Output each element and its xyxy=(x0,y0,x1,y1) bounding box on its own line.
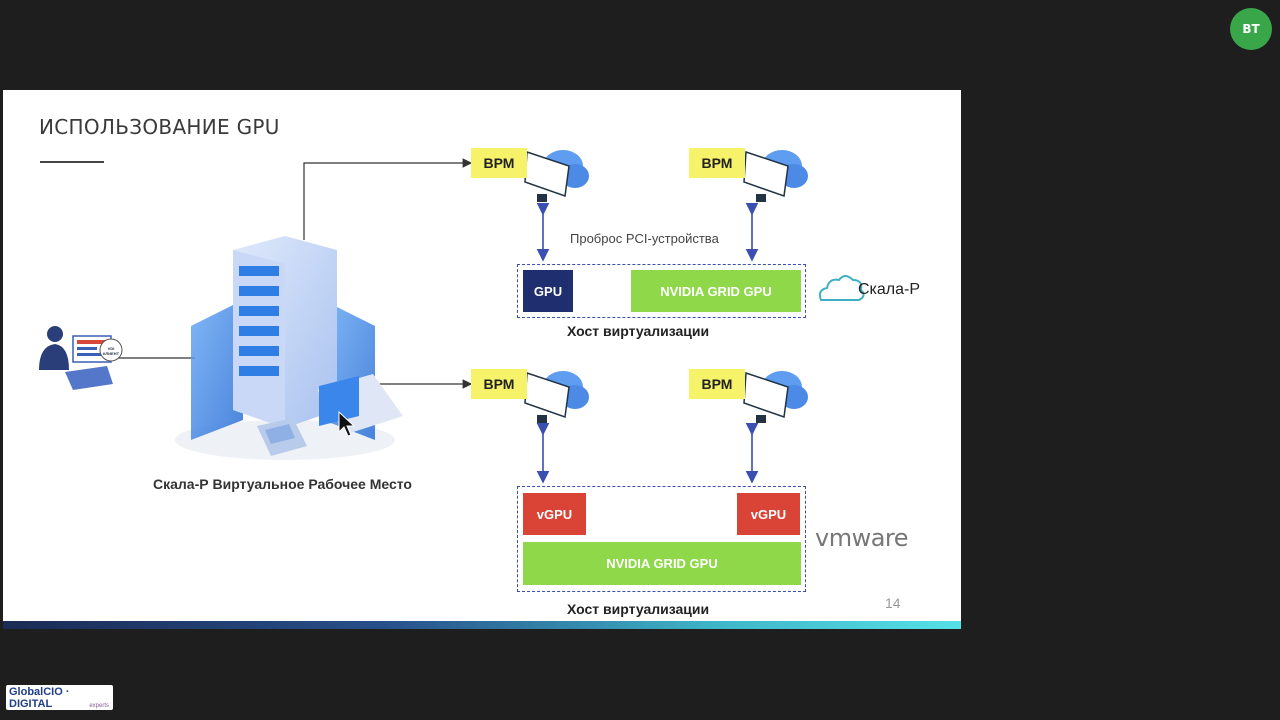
top-host-box xyxy=(517,264,806,318)
brand-sub: experts xyxy=(89,703,109,709)
vrm-label-top-2: ВРМ xyxy=(689,148,745,178)
pci-passthrough-label: Проброс PCI-устройства xyxy=(570,231,719,246)
skala-logo-text: Скала-Р xyxy=(858,281,921,298)
brand-label: GlobalCIO · DIGITAL xyxy=(9,685,70,710)
diagram-connectors xyxy=(39,150,865,484)
vrm-label-top-1: ВРМ xyxy=(471,148,527,178)
host-label-bottom: Хост виртуализации xyxy=(567,601,710,617)
vgpu-chip-1: vGPU xyxy=(523,493,586,535)
conference-brand-logo: GlobalCIO · DIGITAL experts xyxy=(6,685,113,710)
gpu-chip: GPU xyxy=(523,270,573,312)
bottom-host-box xyxy=(517,486,806,592)
skala-logo: Скала-Р xyxy=(818,276,920,304)
vrm-label-bottom-2: ВРМ xyxy=(689,369,745,399)
slide-page-number: 14 xyxy=(885,595,901,611)
client-badge xyxy=(99,338,123,362)
connector-server-top xyxy=(303,158,473,240)
skala-logo-mark xyxy=(818,275,865,301)
vrm-label-bottom-1: ВРМ xyxy=(471,369,527,399)
slide-title: ИСПОЛЬЗОВАНИЕ GPU xyxy=(39,115,280,139)
slide-bottom-bar xyxy=(3,621,961,629)
participant-avatar[interactable]: BT xyxy=(1230,8,1272,50)
title-underline xyxy=(40,161,104,163)
mouse-cursor xyxy=(338,410,356,437)
vmware-logo: vmware xyxy=(815,524,909,552)
client-badge-label: VDI КЛИЕНТ xyxy=(102,346,120,356)
presentation-slide: ИСПОЛЬЗОВАНИЕ GPU xyxy=(3,90,961,629)
client-person-icon xyxy=(39,326,113,390)
nvidia-grid-gpu-bottom: NVIDIA GRID GPU xyxy=(523,542,801,585)
host-label-top: Хост виртуализации xyxy=(567,323,710,339)
nvidia-grid-gpu-top: NVIDIA GRID GPU xyxy=(631,270,801,312)
server-caption: Скала-Р Виртуальное Рабочее Место xyxy=(153,476,412,492)
server-illustration xyxy=(175,236,403,460)
vrm-monitor-icons xyxy=(524,150,808,423)
vgpu-chip-2: vGPU xyxy=(737,493,800,535)
